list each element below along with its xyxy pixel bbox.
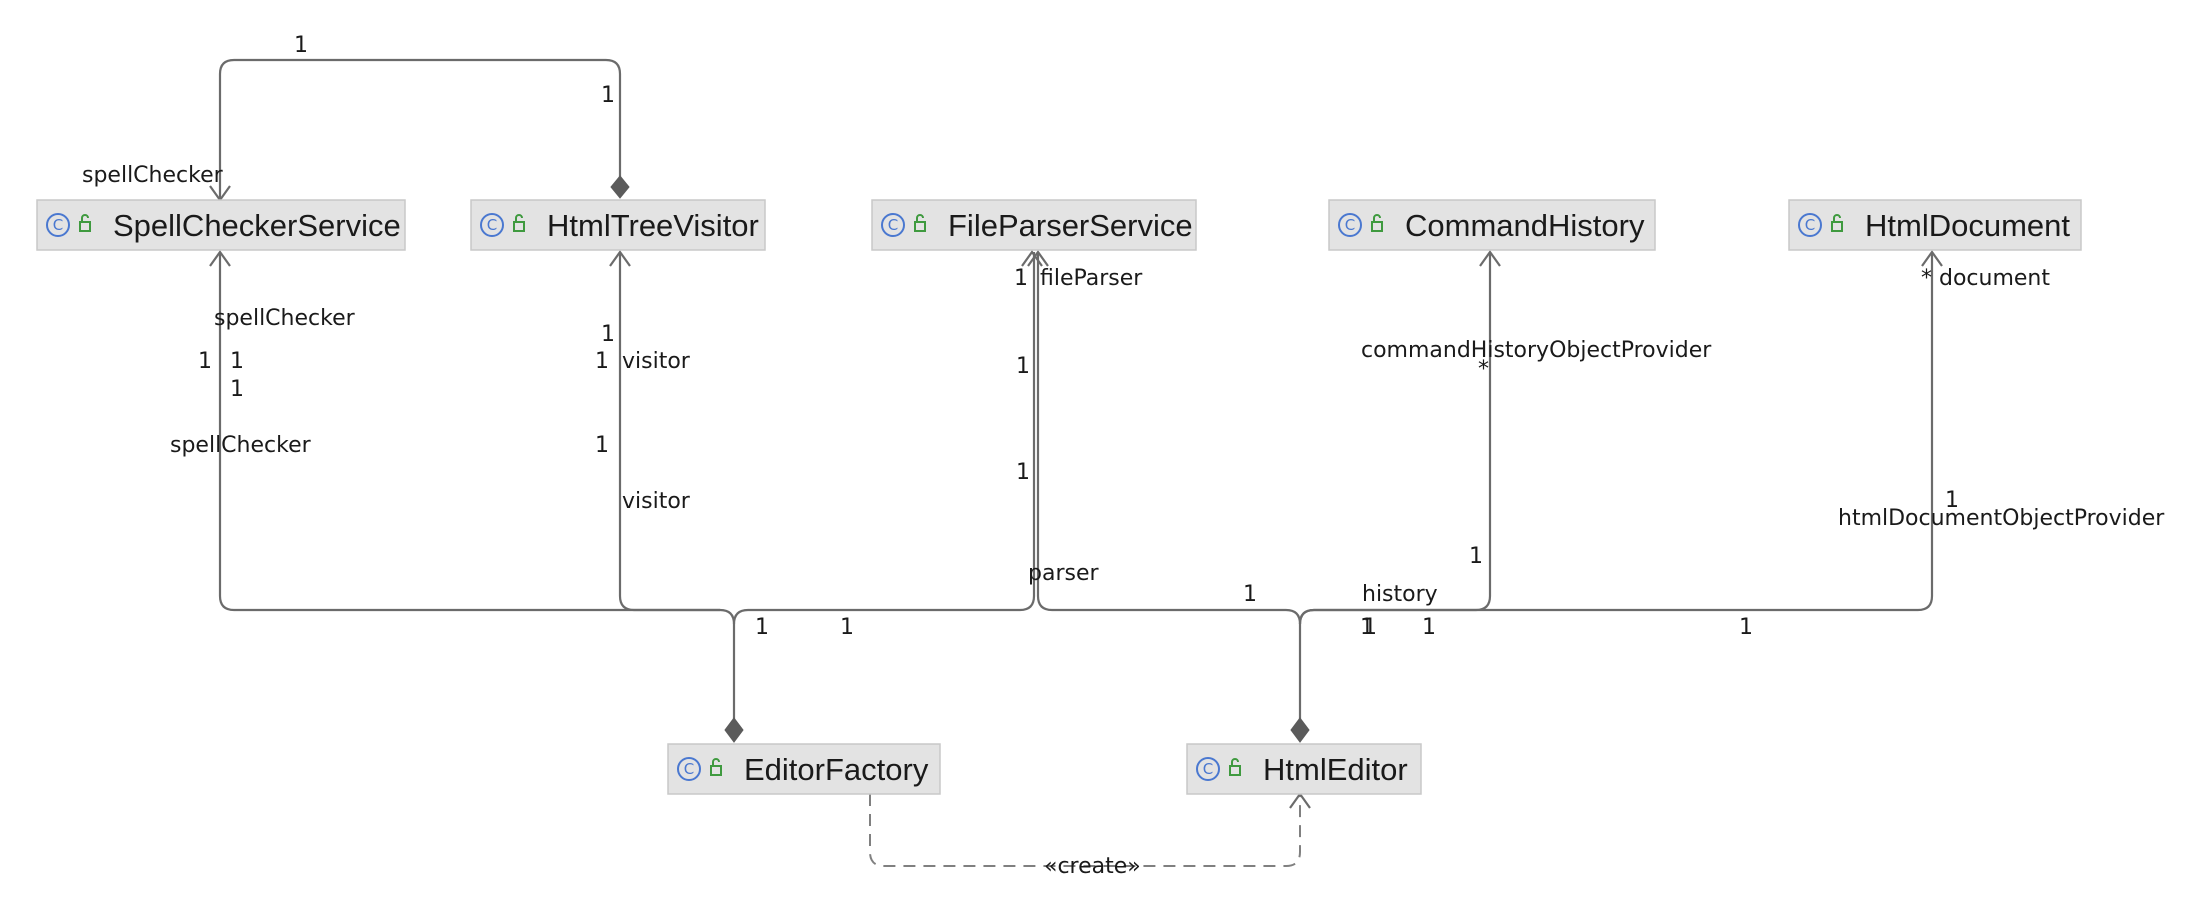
class-icon-glyph: C: [684, 760, 694, 778]
class-htmldocument[interactable]: C HtmlDocument: [1788, 199, 2082, 251]
multiplicity-label: 1: [1469, 544, 1483, 569]
multiplicity-label: 1: [1945, 488, 1959, 513]
multiplicity-label: 1: [294, 33, 308, 58]
edge-editorfactory-visitor[interactable]: [618, 252, 720, 612]
multiplicity-label: 1: [595, 433, 609, 458]
role-label: visitor: [622, 489, 691, 514]
arrowhead-spellchecker-bottom: [209, 250, 231, 267]
multiplicity-label: 1: [230, 377, 244, 402]
edge-htmleditor-fileparser[interactable]: [1036, 252, 1302, 730]
multiplicity-label: *: [1921, 266, 1932, 291]
class-editorfactory[interactable]: C EditorFactory: [667, 743, 941, 795]
class-icon: [1338, 213, 1362, 237]
role-label: history: [1362, 582, 1438, 607]
multiplicity-label: 1: [1363, 615, 1377, 640]
class-icon-glyph: C: [1345, 216, 1355, 234]
class-icon: [881, 213, 905, 237]
public-lock-icon: [914, 214, 926, 232]
public-lock-icon: [710, 758, 722, 776]
class-icon: [1196, 757, 1220, 781]
multiplicity-label: 1: [1014, 266, 1028, 291]
multiplicity-label: 1: [755, 615, 769, 640]
diamond-htmltreevisitor-top: [610, 175, 630, 199]
class-name: HtmlTreeVisitor: [547, 208, 759, 243]
edge-create-dependency[interactable]: [869, 794, 1301, 867]
class-htmleditor[interactable]: C HtmlEditor: [1186, 743, 1422, 795]
multiplicity-label: 1: [1016, 460, 1030, 485]
public-lock-icon: [1371, 214, 1383, 232]
edge-editorfactory-fileparser[interactable]: [732, 252, 1036, 625]
create-stereotype-label: «create»: [1044, 854, 1141, 879]
multiplicity-label: 1: [1739, 615, 1753, 640]
diamond-htmleditor: [1290, 717, 1310, 743]
class-icon-glyph: C: [53, 216, 63, 234]
public-lock-icon: [1831, 214, 1843, 232]
class-htmltreevisitor[interactable]: C HtmlTreeVisitor: [470, 199, 766, 251]
class-icon: [677, 757, 701, 781]
class-spellcheckerservice[interactable]: C SpellCheckerService: [36, 199, 406, 251]
edge-editorfactory-spellchecker[interactable]: [218, 252, 736, 730]
role-label: spellChecker: [170, 433, 312, 458]
class-icon: [1798, 213, 1822, 237]
multiplicity-label: 1: [601, 83, 615, 108]
class-icon-glyph: C: [487, 216, 497, 234]
class-icon-glyph: C: [1805, 216, 1815, 234]
role-label: fileParser: [1040, 266, 1143, 291]
multiplicity-label: 1: [1243, 582, 1257, 607]
class-icon-glyph: C: [888, 216, 898, 234]
role-label: parser: [1028, 561, 1099, 586]
multiplicity-label: 1: [1360, 615, 1374, 640]
multiplicity-label: *: [1478, 357, 1489, 382]
role-label: document: [1939, 266, 2050, 291]
role-label: visitor: [622, 349, 691, 374]
multiplicity-label: 1: [198, 349, 212, 374]
class-name: SpellCheckerService: [113, 208, 401, 243]
class-name: HtmlDocument: [1865, 208, 2070, 243]
class-fileparserservice[interactable]: C FileParserService: [871, 199, 1197, 251]
role-label: spellChecker: [214, 306, 356, 331]
multiplicity-label: 1: [230, 349, 244, 374]
arrowhead-visitor-bottom: [609, 250, 631, 267]
public-lock-icon: [79, 214, 91, 232]
class-name: EditorFactory: [744, 752, 929, 787]
multiplicity-label: 1: [1016, 354, 1030, 379]
class-commandhistory[interactable]: C CommandHistory: [1328, 199, 1656, 251]
class-icon: [480, 213, 504, 237]
class-icon-glyph: C: [1203, 760, 1213, 778]
class-name: HtmlEditor: [1263, 752, 1408, 787]
multiplicity-label: 1: [601, 322, 615, 347]
arrowhead-commandhistory: [1479, 250, 1501, 267]
public-lock-icon: [1229, 758, 1241, 776]
role-label: commandHistoryObjectProvider: [1361, 338, 1712, 363]
edge-htmleditor-htmldocument[interactable]: [1298, 252, 1934, 625]
multiplicity-label: 1: [595, 349, 609, 374]
class-icon: [46, 213, 70, 237]
arrowhead-htmldocument: [1921, 250, 1943, 267]
role-label: spellChecker: [82, 163, 224, 188]
public-lock-icon: [513, 214, 525, 232]
role-label: htmlDocumentObjectProvider: [1838, 506, 2165, 531]
edge-visitor-spellchecker[interactable]: [218, 58, 622, 200]
diamond-editorfactory: [724, 717, 744, 743]
class-name: CommandHistory: [1405, 208, 1645, 243]
edge-htmleditor-commandhistory[interactable]: [1298, 252, 1492, 625]
multiplicity-label: 1: [840, 615, 854, 640]
class-name: FileParserService: [948, 208, 1193, 243]
arrowhead-fileparser-right: [1027, 250, 1049, 267]
multiplicity-label: 1: [1422, 615, 1436, 640]
